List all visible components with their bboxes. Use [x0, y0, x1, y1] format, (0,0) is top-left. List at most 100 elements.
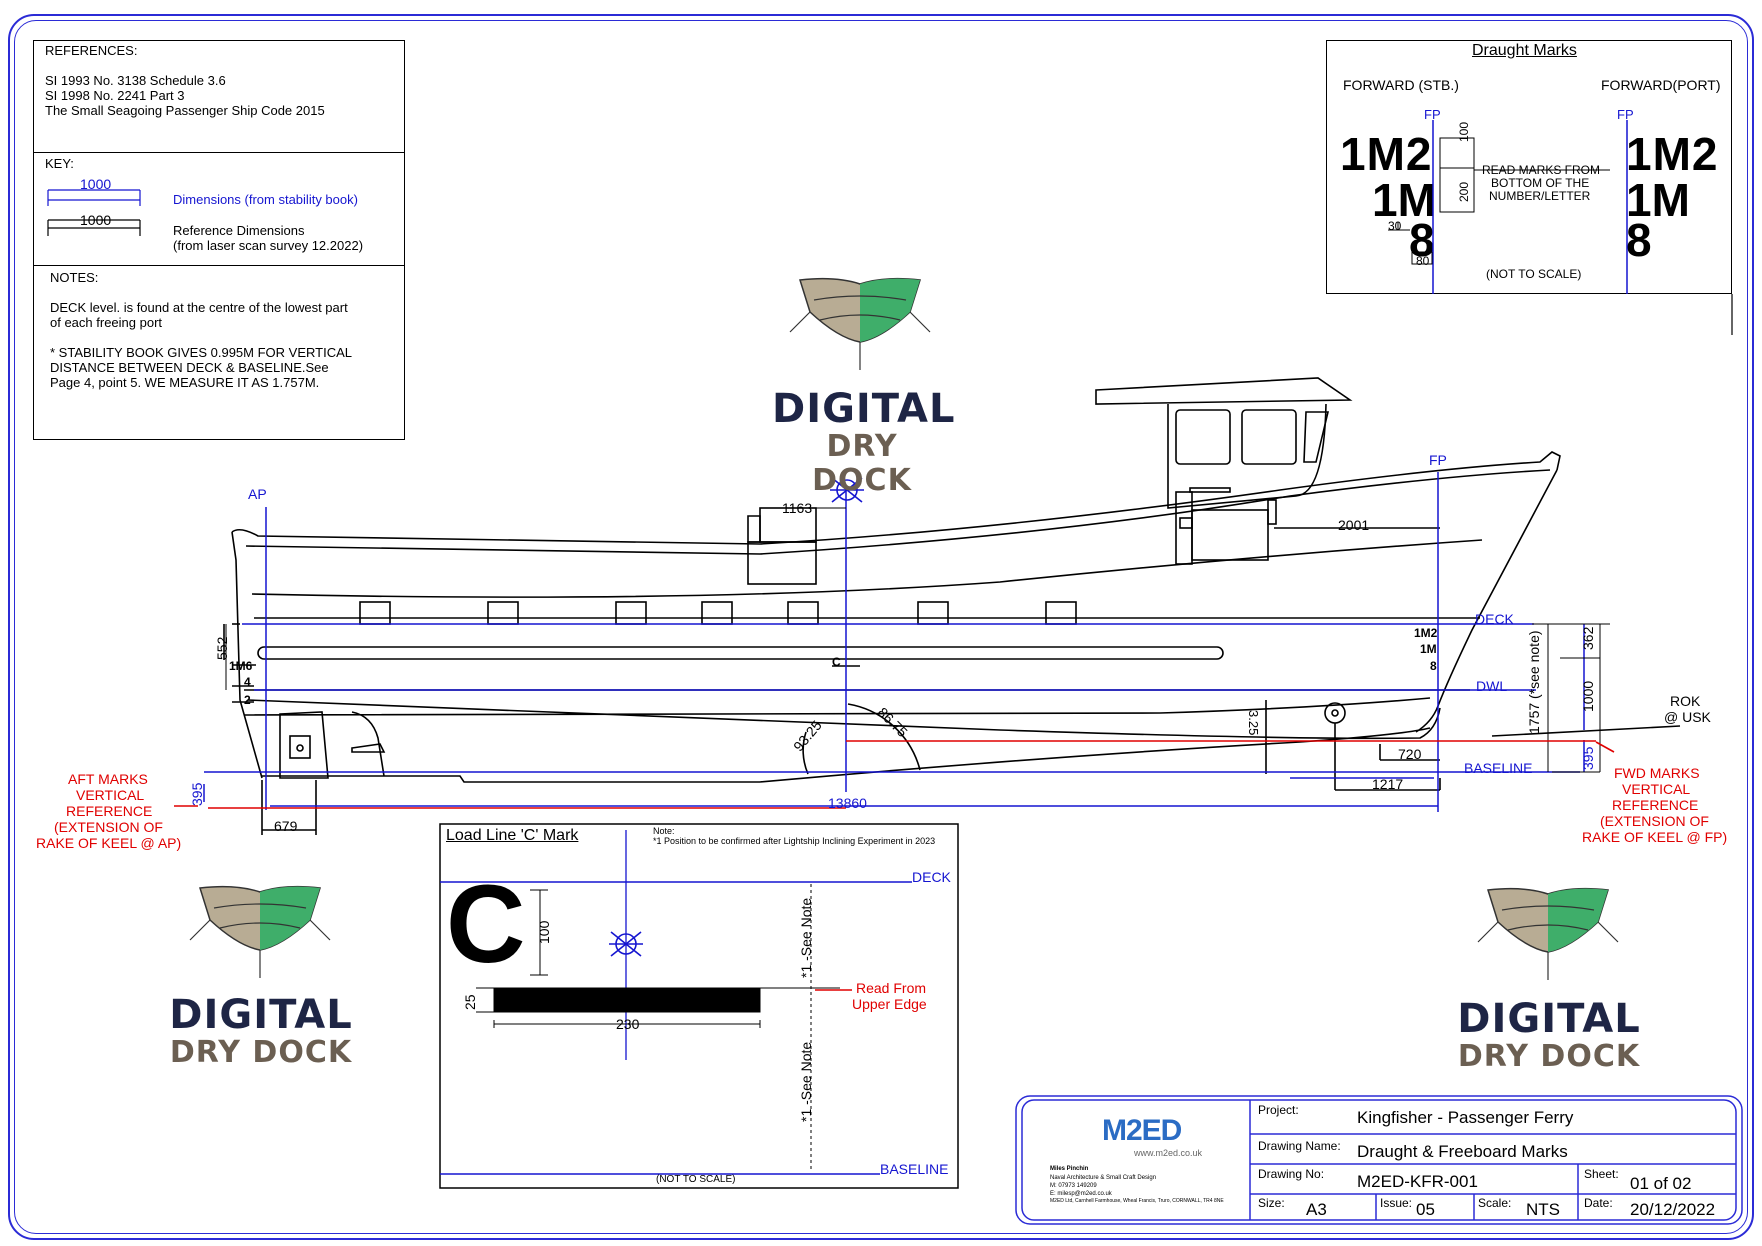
aft-reference-note: (EXTENSION OF — [54, 819, 163, 835]
key-dimension-label: Dimensions (from stability book) — [173, 192, 358, 207]
dim-1217: 1217 — [1372, 776, 1404, 792]
dim-395-fwd: 395 — [1580, 746, 1596, 770]
key-dimension-sample — [47, 189, 141, 206]
usk-label: @ USK — [1664, 709, 1711, 725]
key-reference-label: (from laser scan survey 12.2022) — [173, 238, 364, 253]
loadline-see-note: *1 -See Note — [798, 897, 814, 978]
fwd-reference-note: REFERENCE — [1612, 797, 1699, 813]
note-line: * STABILITY BOOK GIVES 0.995M FOR VERTIC… — [50, 345, 352, 360]
sheet-label: Sheet: — [1584, 1167, 1619, 1181]
read-marks-note: BOTTOM OF THE — [1491, 176, 1590, 190]
title-block-lines — [1015, 1095, 1743, 1225]
not-to-scale-label: (NOT TO SCALE) — [1486, 267, 1582, 281]
reference-line: The Small Seagoing Passenger Ship Code 2… — [45, 103, 325, 118]
read-from-upper-edge: Upper Edge — [852, 996, 927, 1012]
logo-word-dry-dock: DRY DOCK — [1457, 1039, 1641, 1074]
references-panel — [33, 40, 405, 440]
logo-word-digital: DIGITAL — [772, 386, 956, 432]
loadline-not-to-scale: (NOT TO SCALE) — [656, 1174, 736, 1185]
aft-reference-note: REFERENCE — [66, 803, 153, 819]
loadline-see-note: *1 -See Note — [798, 1041, 814, 1122]
company-logo: DIGITAL DRY DOCK — [772, 386, 956, 498]
project-label: Project: — [1258, 1103, 1299, 1117]
read-marks-note: NUMBER/LETTER — [1489, 189, 1591, 203]
draught-mark-1m-port: 1M — [1626, 174, 1690, 226]
note-line: of each freeing port — [50, 315, 163, 330]
dim-395-aft: 395 — [189, 782, 205, 806]
company-contact: Naval Architecture & Small Craft Design — [1050, 1175, 1157, 1181]
loadline-note-text: *1 Position to be confirmed after Lights… — [653, 836, 936, 846]
fwd-mark-1m2: 1M2 — [1414, 626, 1438, 640]
aft-mark-1m6: 1M6 — [229, 659, 253, 673]
loadline-c-letter: C — [446, 863, 526, 986]
forward-port-label: FORWARD(PORT) — [1601, 77, 1721, 93]
drawing-no-value: M2ED-KFR-001 — [1357, 1172, 1478, 1191]
fwd-mark-8: 8 — [1430, 659, 1437, 673]
aft-reference-note: VERTICAL — [76, 787, 145, 803]
hull-profile — [223, 377, 1681, 835]
note-line: Page 4, point 5. WE MEASURE IT AS 1.757M… — [50, 375, 320, 390]
drawing-name-label: Drawing Name: — [1258, 1139, 1341, 1153]
key-reference-label: Reference Dimensions — [173, 223, 305, 238]
project-value: Kingfisher - Passenger Ferry — [1357, 1108, 1574, 1127]
fwd-reference-note: VERTICAL — [1622, 781, 1691, 797]
date-label: Date: — [1584, 1196, 1613, 1210]
draught-marks-lines — [1388, 120, 1733, 335]
note-line: DECK level. is found at the centre of th… — [50, 300, 348, 315]
profile-reference-lines — [203, 472, 1585, 812]
scale-value: NTS — [1526, 1200, 1560, 1219]
dim-362: 362 — [1580, 626, 1596, 650]
draught-marks-title: Draught Marks — [1472, 42, 1577, 59]
aft-mark-2: 2 — [244, 693, 251, 707]
date-value: 20/12/2022 — [1630, 1200, 1716, 1219]
loadline-title: Load Line 'C' Mark — [446, 827, 579, 844]
fwd-reference-note: (EXTENSION OF — [1600, 813, 1709, 829]
hull-mark-c: C — [832, 655, 841, 669]
dim-720: 720 — [1398, 746, 1422, 762]
dim-13860: 13860 — [828, 795, 867, 811]
angle-3-25: 3.25 — [1246, 710, 1261, 736]
logo-word-dry-dock: DRY DOCK — [169, 1035, 353, 1070]
fp-label: FP — [1617, 107, 1634, 122]
logo-word-digital: DIGITAL — [169, 992, 353, 1038]
fwd-mark-1m: 1M — [1420, 642, 1437, 656]
notes-heading: NOTES: — [50, 270, 99, 285]
drawing-border-outer — [8, 14, 1754, 1240]
key-heading: KEY: — [45, 156, 74, 171]
keel-rake-extension — [174, 740, 1615, 809]
baseline-label: BASELINE — [1464, 760, 1533, 776]
note-line: DISTANCE BETWEEN DECK & BASELINE.See — [50, 360, 329, 375]
deck-label: DECK — [1475, 611, 1514, 627]
logo-hull-icons — [189, 277, 1619, 980]
dim-1757: 1757 (*see note) — [1526, 630, 1542, 734]
draught-mark-1m2-stb: 1M2 — [1340, 128, 1433, 180]
dwl-label: DWL — [1476, 678, 1508, 694]
aft-reference-note: AFT MARKS — [68, 771, 148, 787]
fp-label: FP — [1424, 107, 1441, 122]
company-logo: DIGITAL DRY DOCK — [1456, 998, 1642, 1074]
aft-mark-4: 4 — [244, 675, 251, 689]
draught-mark-8-port: 8 — [1626, 214, 1652, 266]
fwd-reference-note: FWD MARKS — [1614, 765, 1700, 781]
scale-label: Scale: — [1478, 1196, 1512, 1210]
reference-line: SI 1998 No. 2241 Part 3 — [45, 88, 185, 103]
draught-mark-1m-stb: 1M — [1372, 174, 1436, 226]
loadline-note-label: Note: — [653, 826, 675, 836]
draught-marks-panel — [1326, 40, 1732, 294]
dim-2001: 2001 — [1338, 517, 1370, 533]
logo-word-dry-dock: DRY DOCK — [812, 429, 912, 498]
size-label: Size: — [1258, 1196, 1285, 1210]
m2ed-url: www.m2ed.co.uk — [1134, 1148, 1203, 1158]
drawing-name-value: Draught & Freeboard Marks — [1357, 1142, 1568, 1161]
size-value: A3 — [1306, 1200, 1327, 1219]
loadline-deck-label: DECK — [912, 869, 951, 885]
loadline-dim-100: 100 — [536, 920, 552, 944]
draught-mark-1m2-port: 1M2 — [1626, 128, 1719, 180]
ap-label: AP — [248, 486, 267, 502]
issue-label: Issue: — [1380, 1196, 1413, 1210]
drawing-no-label: Drawing No: — [1258, 1167, 1325, 1181]
company-contact: M2ED Ltd, Carnhell Farmhouse, Wheal Fran… — [1050, 1198, 1224, 1204]
aft-reference-note: RAKE OF KEEL @ AP) — [36, 835, 182, 851]
draught-mark-8-stb: 8 — [1409, 214, 1435, 266]
